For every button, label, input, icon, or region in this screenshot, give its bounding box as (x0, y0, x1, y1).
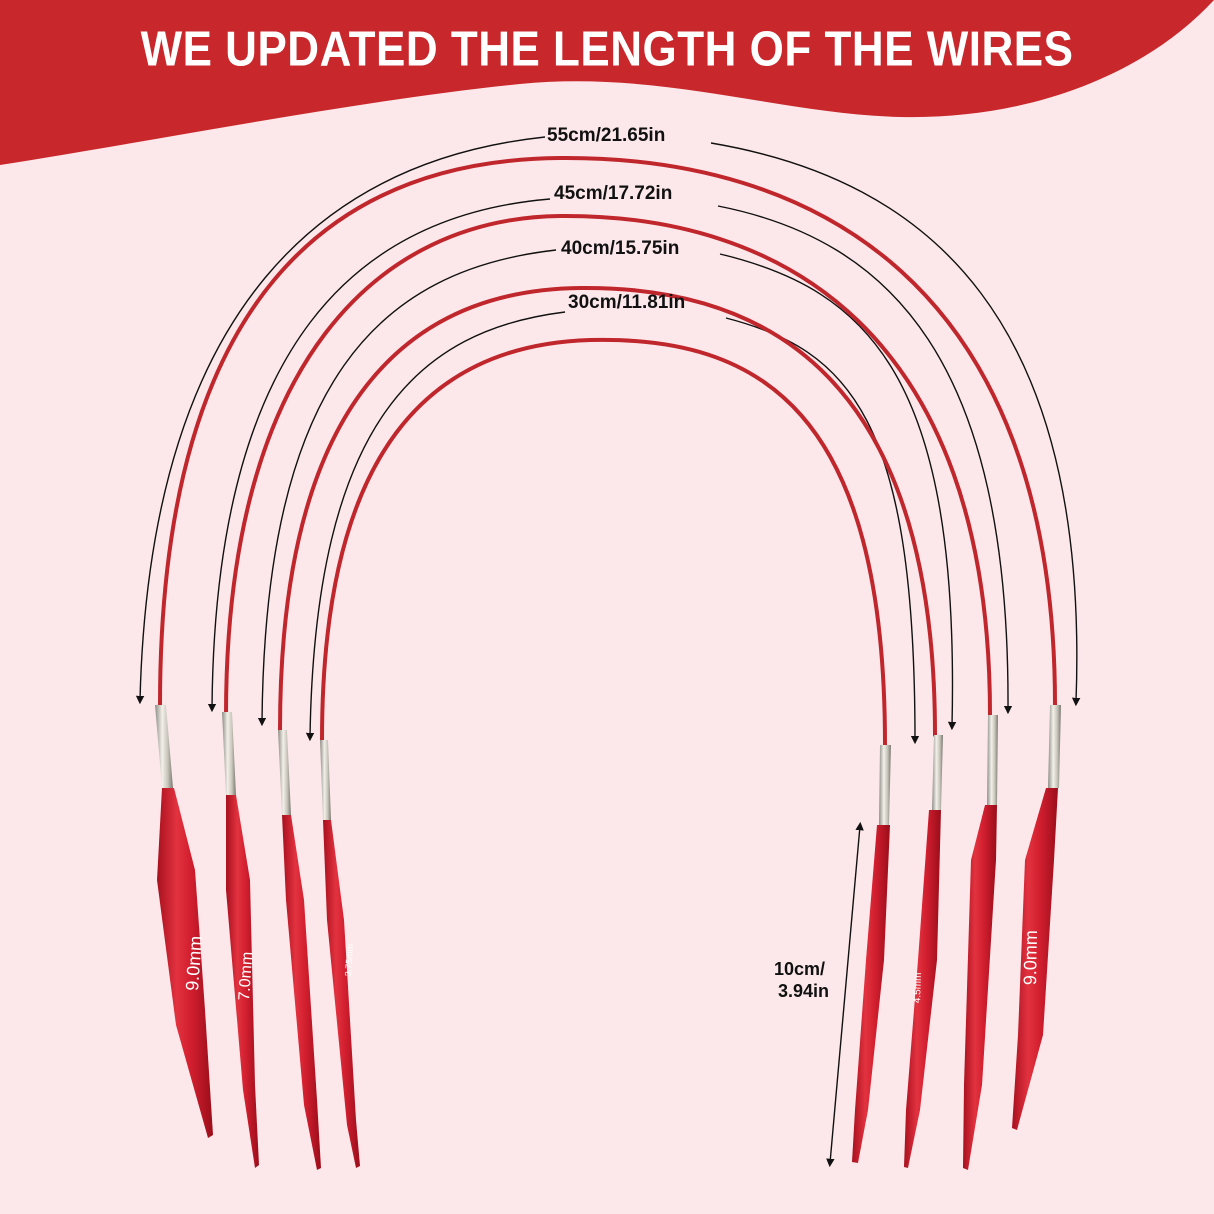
wire-label-30cm: 30cm/11.81in (568, 292, 686, 313)
needles-left (155, 705, 360, 1170)
needle-size-right-9mm: 9.0mm (1020, 929, 1041, 986)
cable-45cm (224, 213, 992, 717)
banner-title: WE UPDATED THE LENGTH OF THE WIRES (140, 22, 1074, 77)
cables (158, 155, 1057, 747)
dimension-arc-30cm-left (305, 311, 566, 742)
cable-40cm (278, 285, 937, 737)
tip-length-label-line1: 10cm/ (774, 959, 826, 979)
tip-length-label-line2: 3.94in (778, 981, 830, 1001)
needle-left-4.5mm (278, 730, 321, 1170)
needle-right-7mm (963, 715, 998, 1170)
dimension-arc-45cm-right (717, 205, 1013, 715)
needle-size-right-4.5mm: 4.5mm (912, 972, 925, 1004)
wire-label-40cm: 40cm/15.75in (561, 238, 680, 259)
dimension-arc-55cm-right (710, 142, 1081, 707)
wire-label-55cm: 55cm/21.65in (547, 125, 666, 146)
dimension-arc-45cm-left (207, 198, 551, 713)
dimension-arc-30cm-right (725, 317, 920, 745)
needle-size-left-7mm: 7.0mm (236, 951, 257, 1002)
needle-left-3.75mm (320, 740, 360, 1168)
needles-right (852, 705, 1061, 1170)
needle-right-9mm (1012, 705, 1061, 1130)
needle-size-left-9mm: 9.0mm (182, 935, 206, 992)
tip-length-arrow (826, 821, 864, 1168)
dimension-arc-40cm-right (719, 253, 957, 731)
needle-right-4.5mm (904, 735, 943, 1168)
needle-left-9mm (155, 705, 213, 1138)
dimension-arc-40cm-left (257, 249, 557, 727)
dimension-arcs (135, 136, 1081, 1168)
banner-background (0, 0, 1214, 165)
needle-right-3.75mm (852, 745, 891, 1163)
cable-30cm (320, 337, 887, 747)
dimension-arc-55cm-left (135, 136, 546, 705)
cable-55cm (158, 155, 1057, 707)
needle-left-7mm (222, 712, 259, 1168)
wire-label-45cm: 45cm/17.72in (554, 183, 673, 204)
